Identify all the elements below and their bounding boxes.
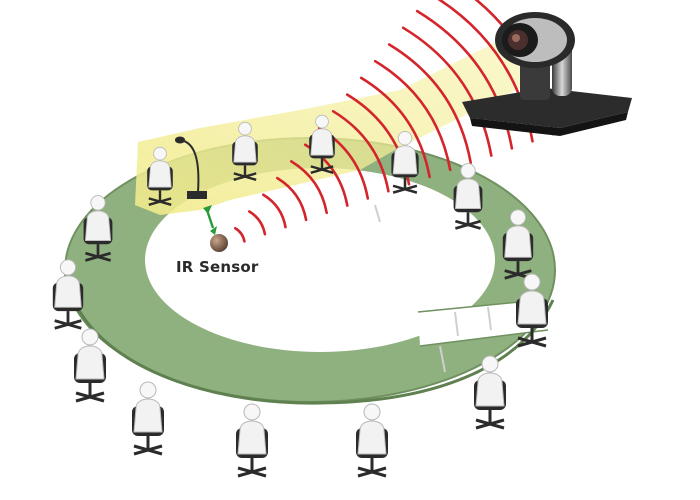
ir-sensor-icon — [210, 234, 228, 252]
seated-person-icon — [236, 404, 268, 476]
seated-person-icon — [132, 382, 164, 454]
ir-sensor-label: IR Sensor — [176, 258, 258, 276]
seated-person-icon — [356, 404, 388, 476]
seated-person-icon — [474, 356, 506, 428]
